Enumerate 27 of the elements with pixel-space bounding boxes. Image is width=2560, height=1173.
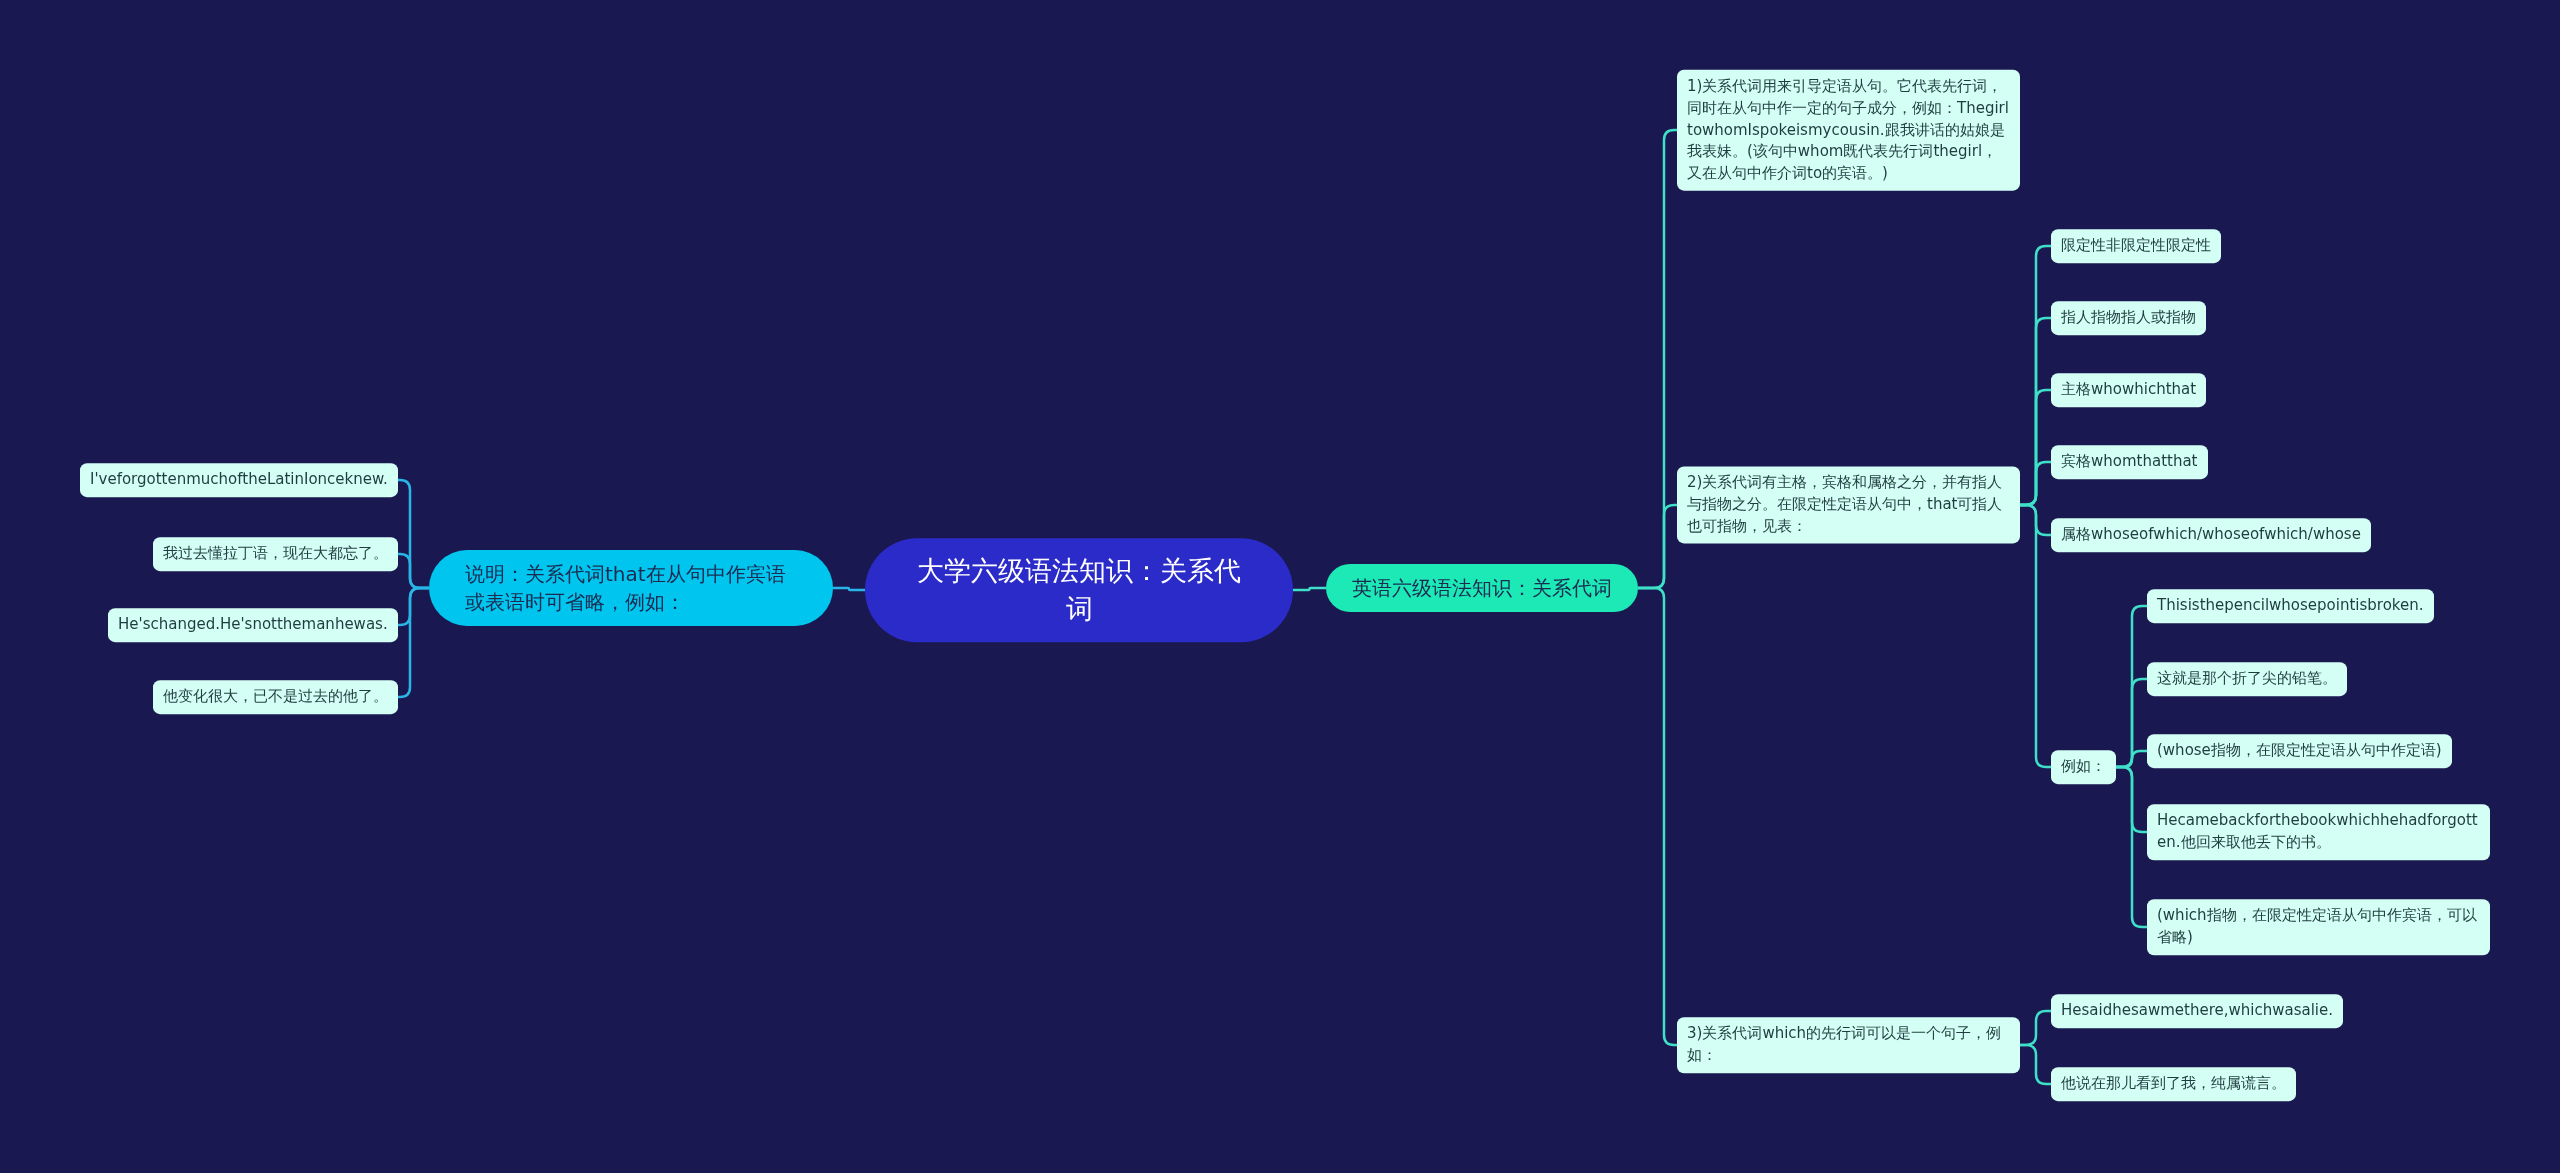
text-card: I'veforgottenmuchoftheLatinIonceknew.	[80, 463, 398, 497]
text-card: (whose指物，在限定性定语从句中作定语)	[2147, 734, 2452, 768]
text-card: 3)关系代词which的先行词可以是一个句子，例如：	[1677, 1017, 2020, 1073]
connector-line	[398, 586, 429, 699]
text-card: 主格whowhichthat	[2051, 373, 2207, 407]
text-card: (which指物，在限定性定语从句中作宾语，可以省略)	[2147, 899, 2490, 955]
connector-line	[2020, 1043, 2051, 1086]
text-card: 这就是那个折了尖的铅笔。	[2147, 662, 2347, 696]
text-card: 他变化很大，已不是过去的他了。	[153, 680, 398, 714]
text-card: 限定性非限定性限定性	[2051, 229, 2221, 263]
text-card: 我过去懂拉丁语，现在大都忘了。	[153, 537, 398, 571]
branch-pill: 说明：关系代词that在从句中作宾语或表语时可省略，例如：	[429, 550, 833, 626]
text-card: 1)关系代词用来引导定语从句。它代表先行词，同时在从句中作一定的句子成分，例如：ThegirltowhomIspokeismycousin.跟我讲话的姑娘是我表妹。(该句中whom既代表先行词thegirl，又在从句中作介词to的宾语。)	[1677, 69, 2020, 191]
text-card: 他说在那儿看到了我，纯属谎言。	[2051, 1067, 2296, 1101]
text-card: He'schanged.He'snotthemanhewas.	[108, 608, 398, 642]
text-card: Thisisthepencilwhosepointisbroken.	[2147, 589, 2434, 623]
text-card: 属格whoseofwhich/whoseofwhich/whose	[2051, 518, 2371, 552]
text-card: Hecamebackforthebookwhichhehadforgotten.他回来取他丢下的书。	[2147, 804, 2490, 860]
text-card: 指人指物指人或指物	[2051, 301, 2206, 335]
text-card: Hesaidhesawmethere,whichwasalie.	[2051, 994, 2343, 1028]
connector-line	[1293, 586, 1326, 592]
text-card: 宾格whomthatthat	[2051, 445, 2208, 479]
connector-line	[833, 586, 865, 592]
central-topic-pill: 大学六级语法知识：关系代词	[865, 538, 1293, 642]
text-card: 2)关系代词有主格，宾格和属格之分，并有指人与指物之分。在限定性定语从句中，that可指人也可指物，见表：	[1677, 466, 2020, 544]
text-card: 例如：	[2051, 750, 2116, 784]
branch-pill: 英语六级语法知识：关系代词	[1326, 564, 1638, 612]
